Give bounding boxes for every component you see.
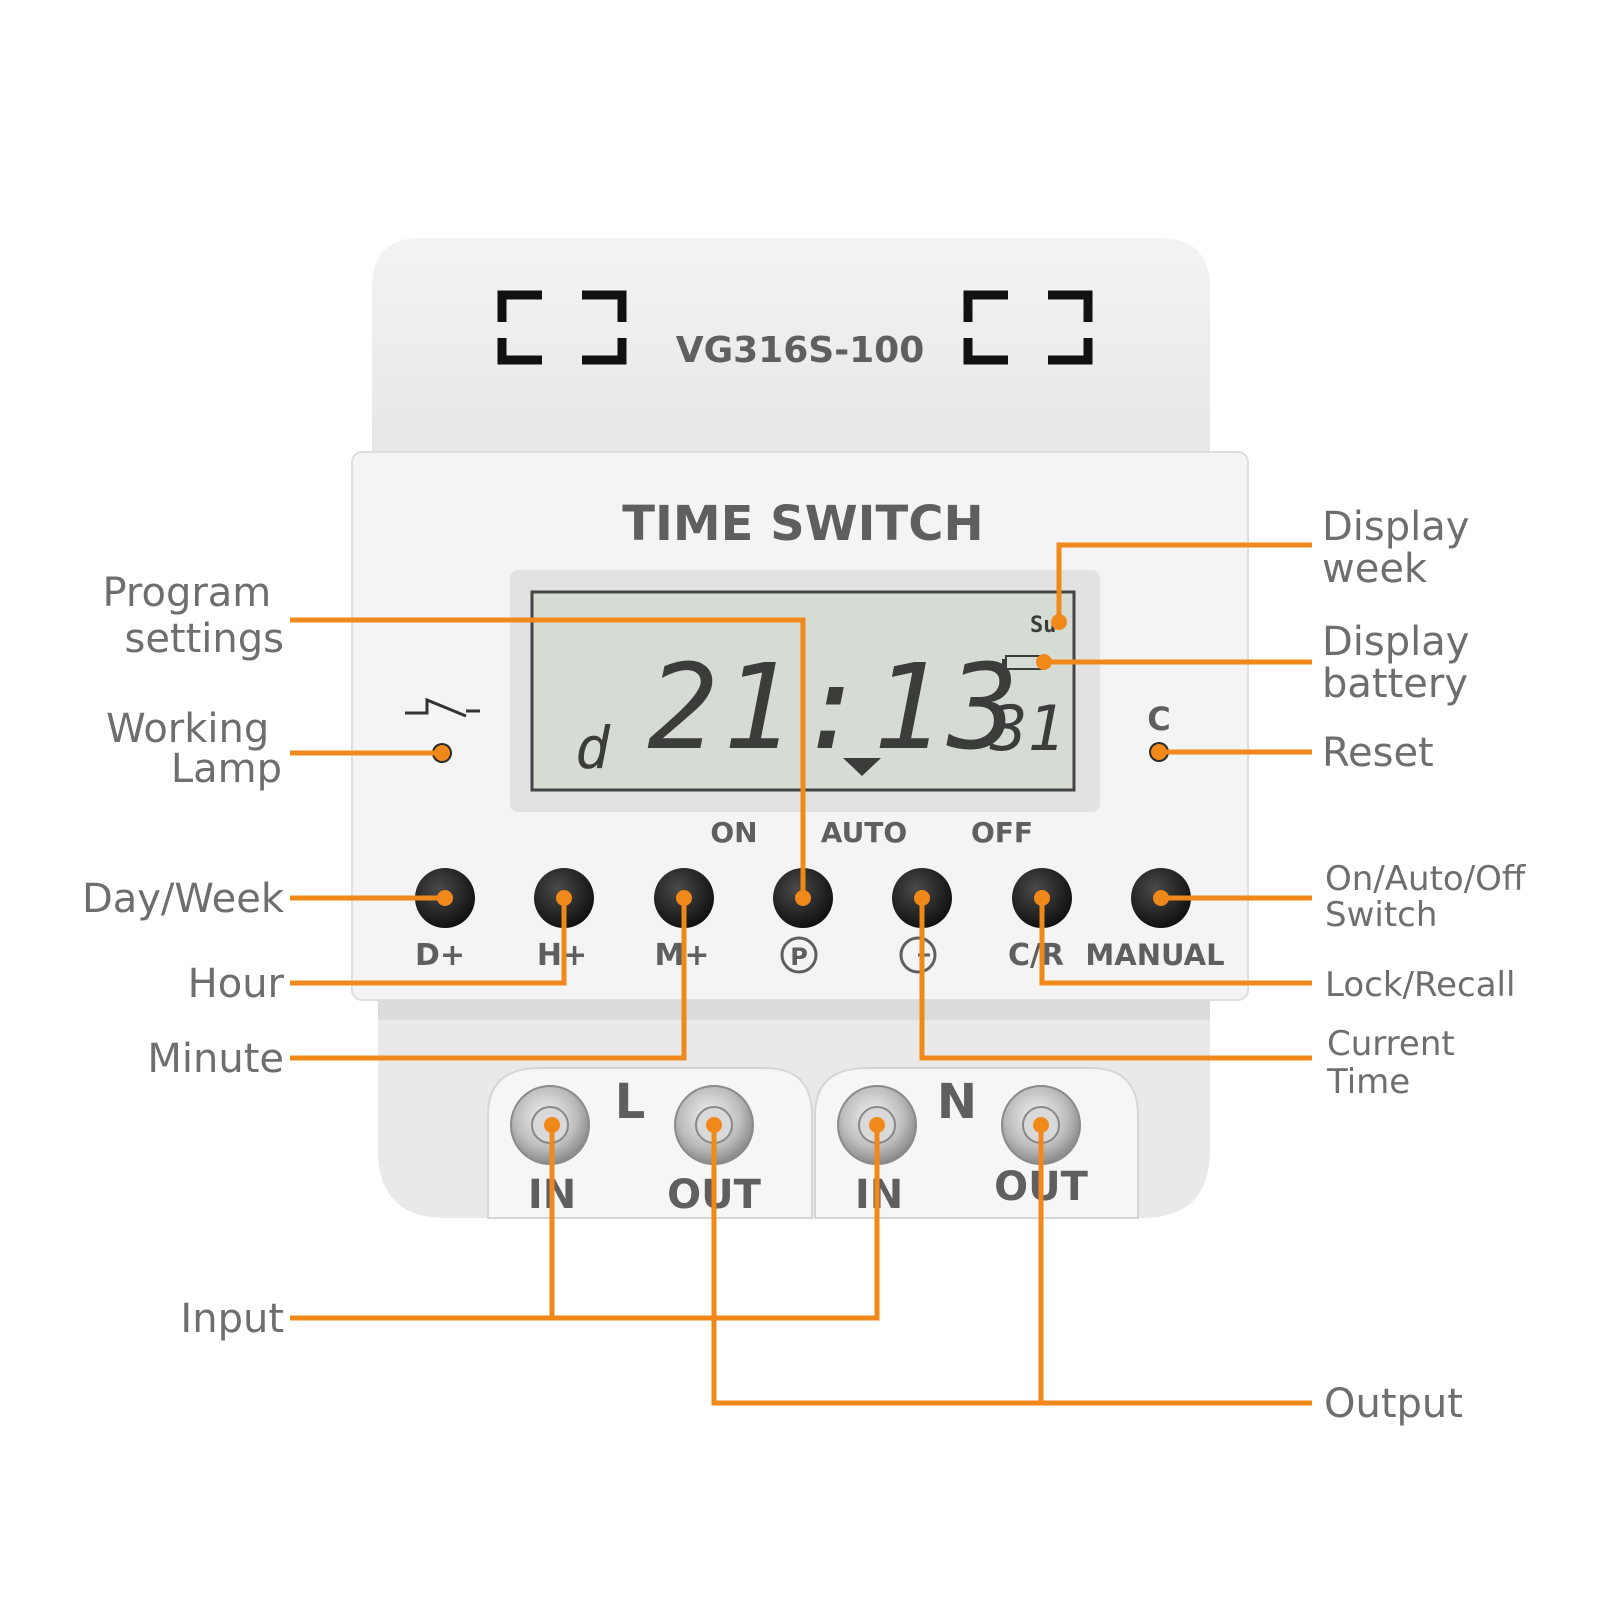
callout-switch: On/Auto/Off Switch — [1325, 859, 1536, 935]
button-label-c-r: C/R — [1008, 938, 1064, 973]
callout-lock-recall: Lock/Recall — [1325, 965, 1515, 1005]
leader-dot — [1151, 744, 1167, 760]
mode-label-on: ON — [710, 816, 757, 849]
mode-label-off: OFF — [971, 816, 1033, 849]
leader-dot — [914, 890, 930, 906]
leader-hour — [290, 898, 567, 986]
leader-minute — [290, 898, 687, 1061]
terminal-group-n-label: N — [937, 1074, 977, 1130]
leader-lock-recall — [1039, 898, 1312, 986]
leader-dot — [434, 745, 450, 761]
device-title: TIME SWITCH — [622, 496, 983, 552]
leader-dot — [676, 890, 692, 906]
leader-dot — [544, 1117, 560, 1133]
mode-label-auto: AUTO — [821, 816, 907, 849]
leader-dot — [1034, 890, 1050, 906]
top-right-bracket-icon — [963, 290, 1093, 365]
callout-minute: Minute — [147, 1036, 284, 1082]
leader-dot — [869, 1117, 885, 1133]
leader-output — [711, 1125, 1312, 1406]
leader-dot — [437, 890, 453, 906]
leader-current-time — [919, 898, 1312, 1061]
leader-dot — [1153, 890, 1169, 906]
callout-display-week: Display week — [1322, 504, 1482, 592]
callout-working-lamp: Working Lamp — [106, 706, 282, 792]
callout-input: Input — [180, 1296, 284, 1342]
lcd-pointer-icon — [843, 758, 881, 776]
reset-label: C — [1147, 700, 1170, 738]
callout-display-battery: Display battery — [1322, 619, 1482, 707]
top-left-bracket-icon — [497, 290, 627, 365]
lcd-seconds: 31 — [989, 692, 1065, 765]
button-label-manual: MANUAL — [1085, 938, 1224, 972]
callout-reset: Reset — [1322, 730, 1434, 776]
callout-day-week: Day/Week — [82, 876, 285, 922]
leader-program-settings — [290, 617, 806, 898]
terminal-group-l-label: L — [615, 1074, 646, 1130]
leader-dot — [556, 890, 572, 906]
callout-output: Output — [1324, 1381, 1463, 1427]
relay-switch-icon — [405, 697, 480, 718]
callout-current-time: Current Time — [1326, 1024, 1466, 1102]
model-number: VG316S-100 — [676, 330, 925, 371]
leader-dot — [795, 890, 811, 906]
svg-text:P: P — [790, 943, 808, 971]
leader-display-week — [1056, 542, 1312, 622]
lcd-mode-digit: d — [575, 714, 611, 782]
leader-dot — [706, 1117, 722, 1133]
callout-hour: Hour — [188, 961, 285, 1007]
leader-input — [290, 1125, 880, 1321]
leader-lines — [290, 542, 1312, 1406]
leader-dot — [1036, 654, 1052, 670]
leader-dot — [1033, 1117, 1049, 1133]
circled-p-icon: P — [780, 936, 818, 974]
lcd-time: 21:13 — [647, 638, 1022, 776]
leader-dot — [1051, 614, 1067, 630]
button-label-d-plus: D+ — [415, 938, 465, 973]
callout-program-settings: Program settings — [103, 570, 285, 662]
